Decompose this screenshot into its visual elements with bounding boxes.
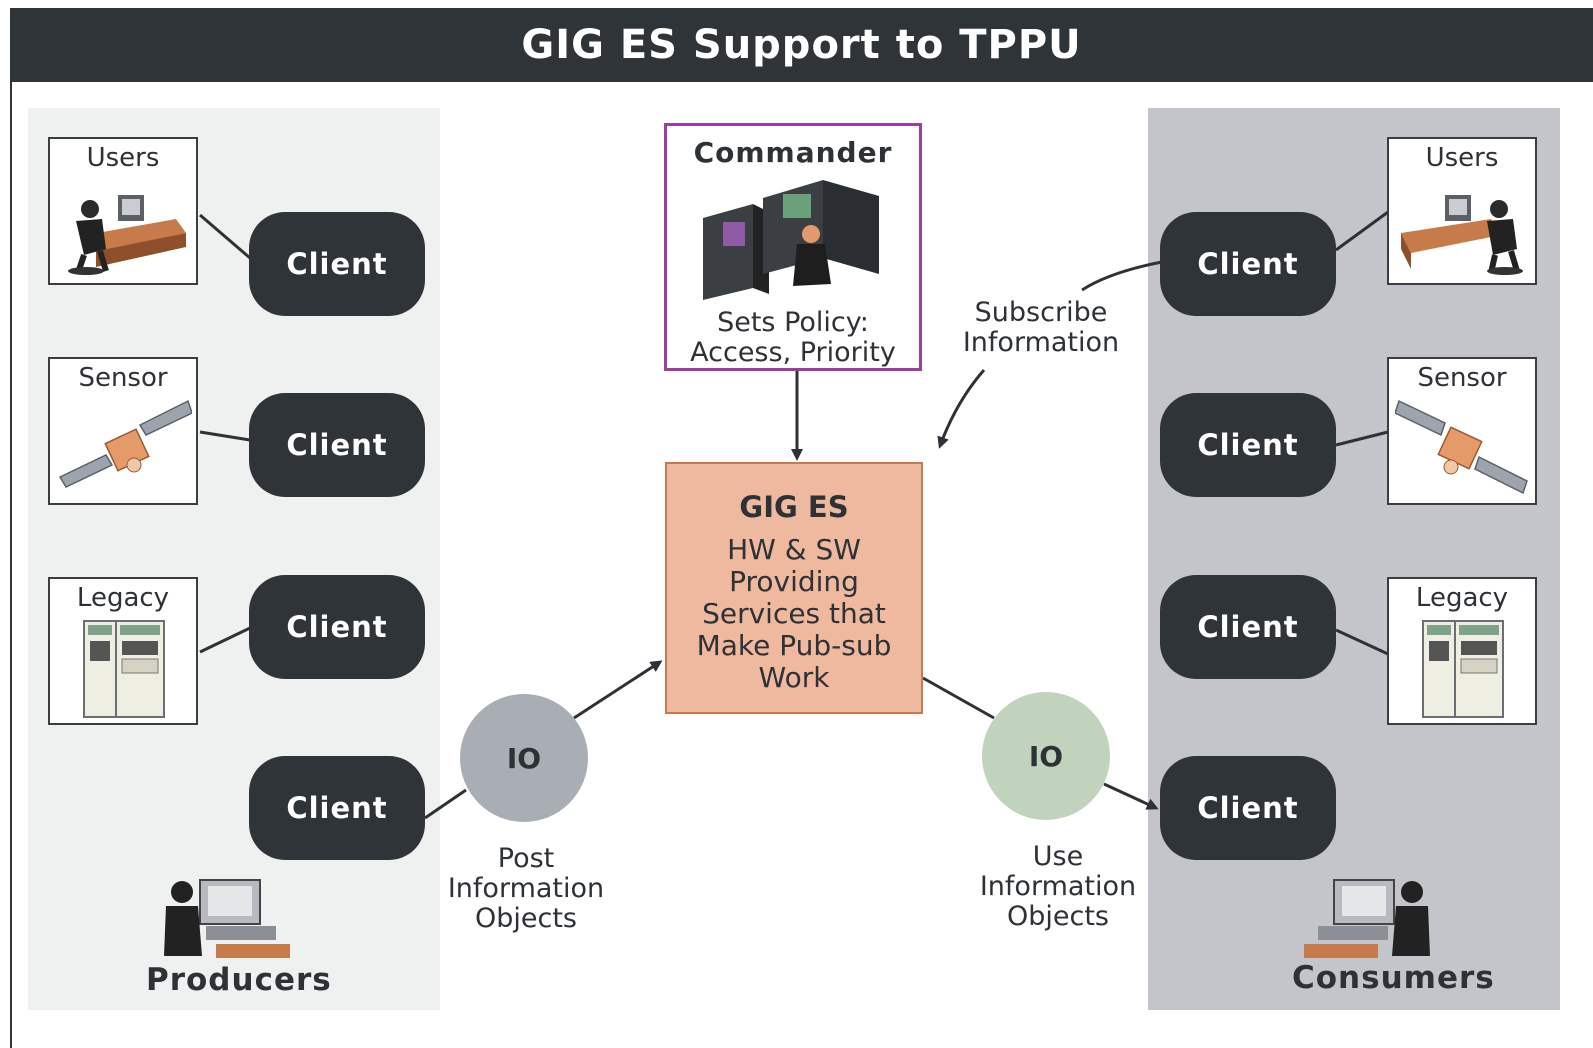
subscribe-arrow [937, 369, 986, 449]
commander-policy: Sets Policy: Access, Priority [690, 307, 896, 368]
diagram-title: GIG ES Support to TPPU [10, 8, 1593, 82]
consumer-users-connector [1335, 210, 1389, 252]
satellite-icon [58, 399, 192, 488]
producer-sensor-box: Sensor [48, 357, 198, 505]
gig-es-to-io-connector [922, 676, 995, 720]
consumer-users-label: Users [1425, 143, 1499, 173]
producer-users-label: Users [86, 143, 160, 173]
consumer-client-4: Client [1160, 756, 1336, 860]
commander-box: Commander Sets Policy: Access, Priority [664, 123, 922, 371]
producer-sensor-label: Sensor [78, 363, 168, 393]
satellite-icon [1395, 399, 1528, 495]
io-to-consumer-client-arrow [1103, 782, 1159, 810]
consumer-sensor-connector [1335, 430, 1389, 447]
consumers-label: Consumers [1292, 960, 1495, 996]
consumer-legacy-connector [1335, 628, 1389, 656]
commander-title: Commander [693, 136, 893, 169]
producer-client-1: Client [249, 212, 425, 316]
subscribe-information-caption: Subscribe Information [962, 297, 1120, 358]
legacy-computer-icon [1422, 620, 1504, 718]
producer-client-to-io-connector [424, 788, 467, 820]
consumer-sensor-label: Sensor [1417, 363, 1507, 393]
gig-es-title: GIG ES [739, 490, 849, 524]
producer-users-box: Users [48, 137, 198, 285]
producers-label: Producers [146, 962, 332, 998]
producer-client-4: Client [249, 756, 425, 860]
user-at-desk-icon [68, 195, 186, 275]
subscribe-connector [1081, 260, 1163, 292]
consumer-workstation-icon [1304, 879, 1430, 958]
io-use-circle: IO [982, 692, 1110, 820]
producer-workstation-icon [164, 879, 290, 958]
user-at-desk-icon [1401, 195, 1523, 275]
producer-legacy-box: Legacy [48, 577, 198, 725]
gig-es-box: GIG ES HW & SW Providing Services that M… [665, 462, 923, 714]
use-information-objects-caption: Use Information Objects [979, 841, 1137, 932]
io-post-circle: IO [460, 694, 588, 822]
consumer-legacy-box: Legacy [1387, 577, 1537, 725]
consumer-legacy-label: Legacy [1415, 583, 1509, 613]
commander-workstation-icon [703, 180, 879, 300]
consumer-sensor-box: Sensor [1387, 357, 1537, 505]
producer-legacy-connector [199, 626, 251, 654]
consumer-client-3: Client [1160, 575, 1336, 679]
gig-es-description: HW & SW Providing Services that Make Pub… [696, 533, 892, 694]
producer-users-connector [199, 213, 251, 260]
legacy-computer-icon [83, 620, 165, 718]
producer-legacy-label: Legacy [76, 583, 170, 613]
producer-sensor-connector [199, 430, 251, 442]
post-information-objects-caption: Post Information Objects [447, 843, 605, 934]
producer-client-3: Client [249, 575, 425, 679]
io-to-gig-es-arrow [573, 660, 663, 720]
consumer-users-box: Users [1387, 137, 1537, 285]
consumer-client-1: Client [1160, 212, 1336, 316]
frame-border [10, 82, 12, 1048]
consumer-client-2: Client [1160, 393, 1336, 497]
producer-client-2: Client [249, 393, 425, 497]
